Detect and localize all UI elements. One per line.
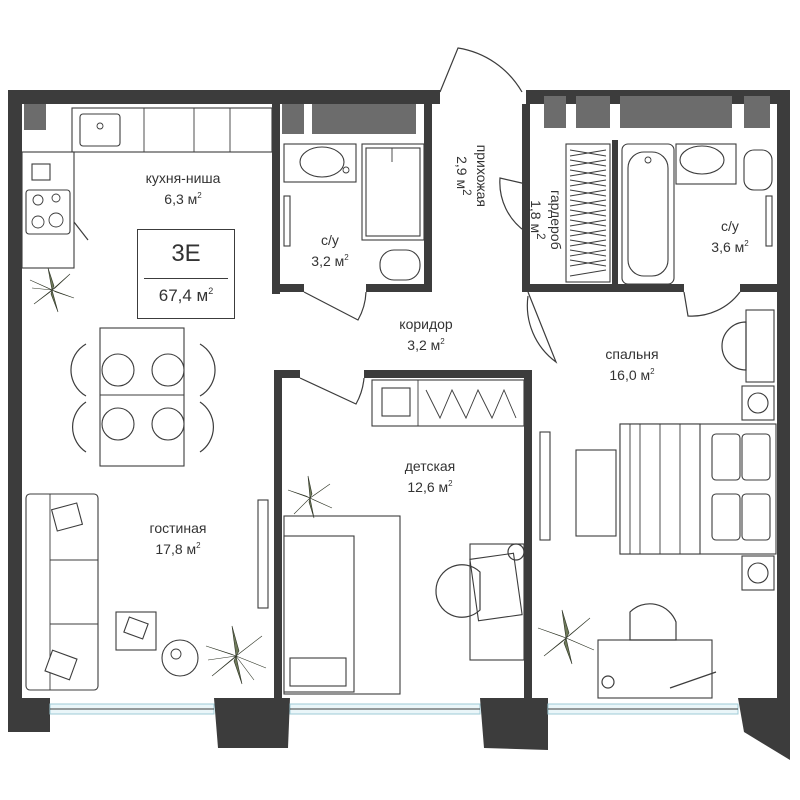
room-name: прихожая xyxy=(473,144,490,208)
room-name: гостиная xyxy=(149,520,207,536)
room-name: коридор xyxy=(399,316,453,332)
sofa xyxy=(25,493,99,691)
room-area: 3,2 м2 xyxy=(311,253,349,269)
plant-icon xyxy=(29,267,75,313)
room-label-kitchen: кухня-ниша 6,3 м2 xyxy=(120,170,246,208)
room-label-wardrobe: гардероб 1,8 м2 xyxy=(528,170,564,270)
room-name: гардероб xyxy=(547,190,564,250)
apartment-badge: 3E 67,4 м2 xyxy=(137,229,235,319)
room-label-bath-right: с/у 3,6 м2 xyxy=(690,218,770,256)
kids-door xyxy=(299,377,365,405)
room-label-living: гостиная 17,8 м2 xyxy=(128,520,228,558)
room-name: с/у xyxy=(321,232,339,248)
plant-icon xyxy=(205,625,267,685)
entrance-door xyxy=(439,47,523,93)
apartment-total-area: 67,4 м2 xyxy=(158,286,214,305)
room-area: 6,3 м2 xyxy=(164,191,202,207)
room-area: 1,8 м2 xyxy=(528,200,547,240)
apartment-code: 3E xyxy=(171,240,201,267)
corridor-door xyxy=(526,291,558,364)
exterior-walls xyxy=(8,90,790,760)
kitchen-furniture xyxy=(21,107,273,269)
room-area: 16,0 м2 xyxy=(609,367,655,383)
bathroom-right-fixtures xyxy=(621,143,773,285)
kids-wardrobe xyxy=(371,379,525,427)
wardrobe-door xyxy=(499,177,527,233)
bathroom-left-fixtures xyxy=(283,143,425,281)
bedroom-bed xyxy=(539,385,777,591)
room-name: с/у xyxy=(721,218,739,234)
dining-set xyxy=(70,327,216,467)
room-label-kids: детская 12,6 м2 xyxy=(380,458,480,496)
wardrobe-rack xyxy=(565,143,611,283)
badge-divider xyxy=(144,278,228,279)
bath-left-door xyxy=(303,291,367,321)
room-area: 12,6 м2 xyxy=(407,479,453,495)
plant-icon xyxy=(287,475,333,519)
bath-right-door xyxy=(683,291,741,317)
room-label-bath-left: с/у 3,2 м2 xyxy=(290,232,370,270)
room-area: 3,2 м2 xyxy=(407,337,445,353)
room-label-corridor: коридор 3,2 м2 xyxy=(376,316,476,354)
bedroom-desk xyxy=(597,603,717,699)
room-name: кухня-ниша xyxy=(145,170,221,186)
room-name: детская xyxy=(404,458,456,474)
room-name: спальня xyxy=(605,346,659,362)
windows xyxy=(49,703,739,715)
room-label-bedroom: спальня 16,0 м2 xyxy=(582,346,682,384)
living-coffee-table xyxy=(115,499,269,677)
bedroom-vanity xyxy=(721,309,775,383)
room-label-hallway: прихожая 2,9 м2 xyxy=(454,126,490,226)
kids-desk xyxy=(435,543,525,661)
room-area: 2,9 м2 xyxy=(454,156,473,196)
kids-bed xyxy=(283,515,401,695)
room-area: 17,8 м2 xyxy=(155,541,201,557)
room-area: 3,6 м2 xyxy=(711,239,749,255)
plant-icon xyxy=(537,609,595,665)
